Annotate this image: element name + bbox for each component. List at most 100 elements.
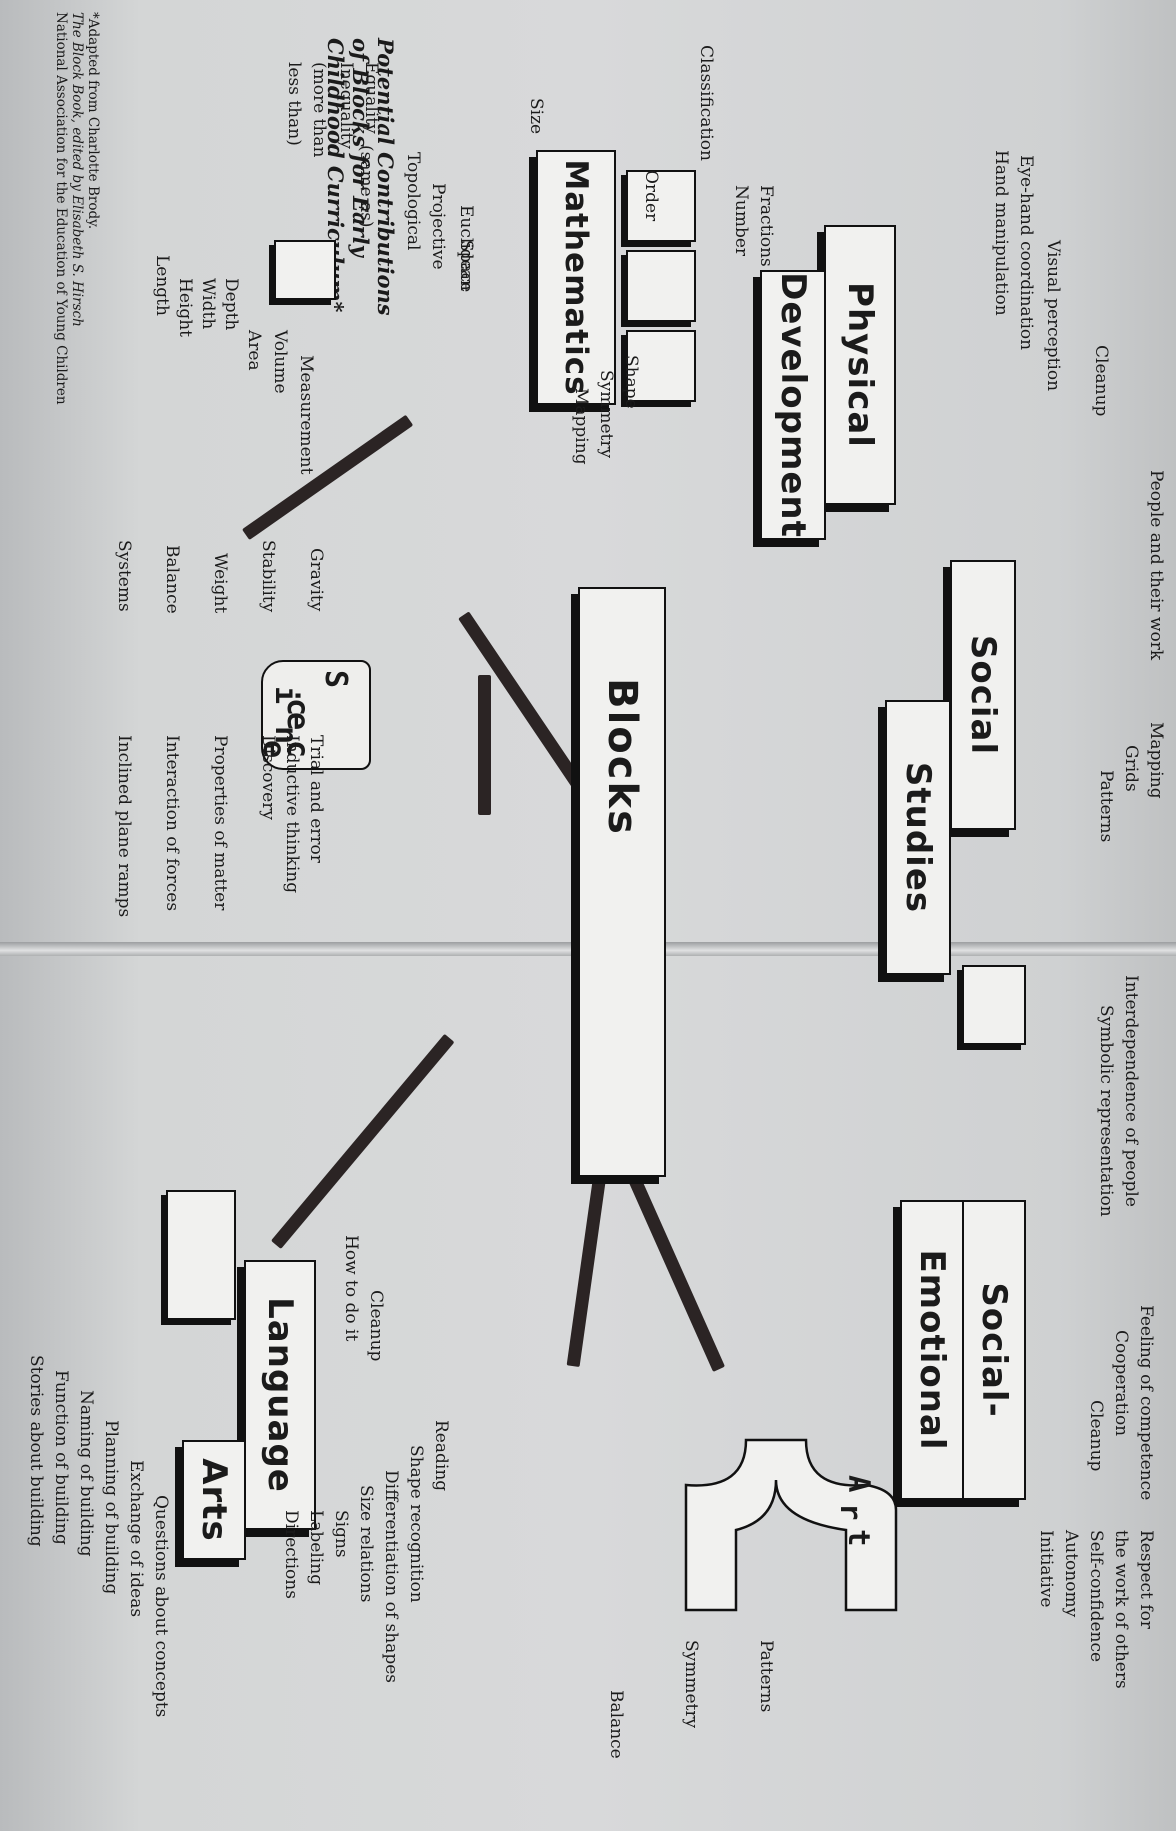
- art-y-shape: [684, 1438, 898, 1612]
- label-number: Number: [731, 185, 751, 257]
- label-people-work: People and their work: [1146, 470, 1166, 661]
- label-eye-hand: Eye-hand coordination: [1016, 155, 1036, 351]
- label-measurement: Measurement: [296, 355, 316, 475]
- label-exchange: Exchange of ideas: [126, 1460, 146, 1618]
- label-volume: Volume: [270, 330, 290, 394]
- label-stability: Stability: [258, 540, 278, 613]
- math-block-2: [626, 250, 696, 322]
- label-patterns-art: Patterns: [756, 1640, 776, 1713]
- connector-language: [270, 1033, 455, 1250]
- label-balance-art: Balance: [606, 1690, 626, 1759]
- label-shape-recognition: Shape recognition: [406, 1445, 426, 1603]
- language-block-2: [166, 1190, 236, 1320]
- label-shape: Shape: [621, 355, 641, 409]
- label-same-as: (same as): [356, 145, 376, 228]
- label-hand-manipulation: Hand manipulation: [991, 150, 1011, 316]
- label-labeling: Labeling: [306, 1510, 326, 1586]
- art-letter: t: [842, 1529, 876, 1547]
- label-mapping-math: Mapping: [571, 388, 591, 465]
- social-studies-box-bottom: Studies: [885, 700, 951, 975]
- social-studies-box-end: [962, 965, 1026, 1045]
- label-how-to: How to do it: [341, 1235, 361, 1342]
- language-box: Language: [244, 1260, 316, 1530]
- social-studies-box-top: Social: [950, 560, 1016, 830]
- label-symmetry: Symmetry: [596, 370, 616, 459]
- label-function: Function of building: [51, 1370, 71, 1545]
- social-label: Social: [963, 634, 1003, 756]
- label-cooperation: Cooperation: [1111, 1330, 1131, 1437]
- label-topological: Topological: [403, 152, 423, 251]
- studies-label: Studies: [898, 761, 938, 914]
- label-signs: Signs: [331, 1510, 351, 1558]
- label-interdependence: Interdependence of people: [1121, 975, 1141, 1207]
- label-balance-sci: Balance: [162, 545, 182, 614]
- label-gravity: Gravity: [306, 548, 326, 612]
- blocks-label: Blocks: [599, 678, 645, 836]
- label-systems: Systems: [114, 540, 134, 612]
- physical-box-top: Physical: [824, 225, 896, 505]
- math-order-block: [274, 240, 336, 300]
- art-letter: r: [834, 1503, 868, 1521]
- mathematics-label: Mathematics: [558, 159, 594, 396]
- label-projective: Projective: [428, 183, 448, 270]
- connector-social-emotional: [615, 1147, 726, 1372]
- label-properties: Properties of matter: [210, 735, 230, 911]
- label-fractions: Fractions: [756, 185, 776, 267]
- label-mapping: Mapping: [1146, 722, 1166, 799]
- label-directions: Directions: [281, 1510, 301, 1599]
- label-feeling: Feeling of competence: [1136, 1305, 1156, 1501]
- label-interaction: Interaction of forces: [162, 735, 182, 912]
- label-width: Width: [198, 278, 218, 330]
- label-height: Height: [175, 278, 195, 337]
- connector-mathematics: [241, 414, 414, 541]
- label-self-confidence: Self-confidence: [1086, 1530, 1106, 1663]
- label-symbolic: Symbolic representation: [1096, 1005, 1116, 1217]
- label-inclined: Inclined plane ramps: [114, 735, 134, 918]
- arts-label: Arts: [194, 1458, 234, 1542]
- math-block-1: [626, 170, 696, 242]
- label-depth: Depth: [221, 278, 241, 331]
- footnote-line: *Adapted from Charlotte Brody.: [85, 12, 101, 230]
- footnote-line: National Association for the Education o…: [53, 12, 69, 405]
- label-respect: Respect for: [1136, 1530, 1156, 1629]
- label-inequality: Inequality: [336, 62, 356, 150]
- blocks-beam: Blocks: [578, 587, 666, 1177]
- label-cleanup-se: Cleanup: [1086, 1400, 1106, 1472]
- label-cleanup-lang: Cleanup: [366, 1290, 386, 1362]
- footnote: *Adapted from Charlotte Brody. The Block…: [53, 12, 101, 472]
- label-less-than: less than): [284, 62, 304, 146]
- art-letter: A: [842, 1475, 876, 1493]
- label-reading: Reading: [431, 1420, 451, 1492]
- label-space: Space: [456, 240, 476, 293]
- connector-science: [478, 675, 491, 815]
- connector-art: [566, 1177, 606, 1368]
- label-stories: Stories about building: [26, 1355, 46, 1547]
- social-emotional-label: Social-: [974, 1282, 1014, 1418]
- label-discovery: Discovery: [258, 735, 278, 820]
- label-grids: Grids: [1121, 745, 1141, 792]
- label-initiative: Initiative: [1036, 1530, 1056, 1608]
- label-patterns: Patterns: [1096, 770, 1116, 843]
- development-label: Development: [773, 272, 813, 538]
- science-letter: i: [268, 686, 303, 705]
- label-size: Size: [526, 98, 546, 135]
- label-equality: Equality: [361, 62, 381, 134]
- label-questions: Questions about concepts: [151, 1495, 171, 1718]
- label-more-than: (more than: [309, 62, 329, 158]
- label-symmetry-art: Symmetry: [681, 1640, 701, 1729]
- arts-box: Arts: [182, 1440, 246, 1560]
- social-emotional-box-top: Social-: [962, 1200, 1026, 1500]
- label-cleanup: Cleanup: [1091, 345, 1111, 417]
- science-letter: S: [318, 670, 353, 689]
- language-label: Language: [260, 1297, 300, 1493]
- label-classification: Classification: [696, 45, 716, 161]
- label-order: Order: [641, 170, 661, 222]
- physical-label: Physical: [840, 282, 880, 448]
- label-size-relations: Size relations: [356, 1485, 376, 1603]
- label-work-others: the work of others: [1111, 1530, 1131, 1689]
- label-length: Length: [152, 255, 172, 316]
- mathematics-box: Mathematics: [536, 150, 616, 405]
- label-differentiation: Differentiation of shapes: [381, 1470, 401, 1684]
